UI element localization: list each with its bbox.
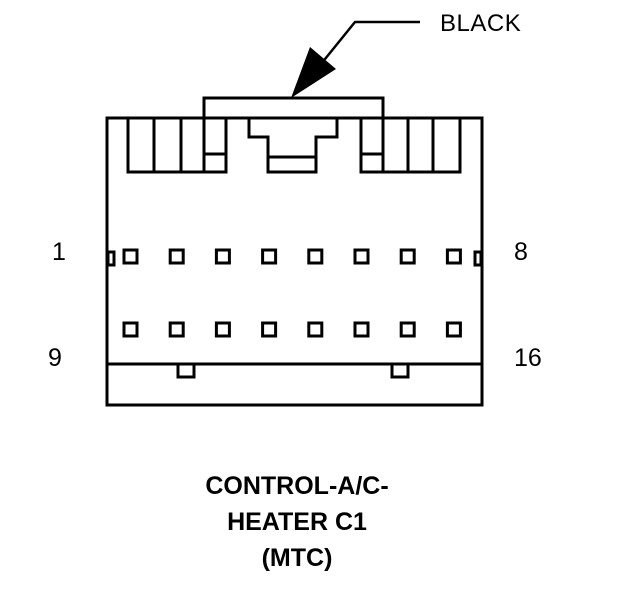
- pin-cavity-12: [261, 321, 278, 338]
- pin-cavity-13: [307, 321, 324, 338]
- pin-cavity-14: [353, 321, 370, 338]
- side-nub-right: [473, 250, 483, 267]
- pin-cavities: [122, 248, 462, 338]
- callout-leader: [291, 20, 420, 98]
- connector-title: CONTROL-A/C- HEATER C1 (MTC): [0, 468, 594, 576]
- connector-body: [105, 116, 484, 407]
- side-nub-left: [106, 250, 116, 267]
- latch-tab: [202, 96, 385, 172]
- pin-cavity-15: [399, 321, 416, 338]
- pin-cavity-3: [214, 248, 231, 265]
- pin-cavity-6: [353, 248, 370, 265]
- pin-number-label: 1: [52, 238, 66, 266]
- title-line: CONTROL-A/C-: [205, 472, 389, 500]
- pin-cavity-1: [122, 248, 139, 265]
- pin-number-label: 8: [514, 238, 528, 266]
- title-line: (MTC): [261, 544, 333, 572]
- bottom-key-right: [390, 364, 410, 379]
- arrow-head-icon: [291, 47, 336, 98]
- pin-cavity-4: [261, 248, 278, 265]
- pin-cavity-16: [445, 321, 462, 338]
- latch-profile: [126, 116, 462, 174]
- title-line: HEATER C1: [227, 508, 367, 536]
- pin-cavity-9: [122, 321, 139, 338]
- pin-cavity-7: [399, 248, 416, 265]
- pin-cavity-5: [307, 248, 324, 265]
- pin-cavity-2: [168, 248, 185, 265]
- pin-number-label: 9: [48, 344, 62, 372]
- color-callout-label: BLACK: [440, 10, 522, 37]
- latch-center-slot: [266, 137, 318, 174]
- pin-cavity-10: [168, 321, 185, 338]
- pin-number-label: 16: [514, 344, 542, 372]
- bottom-key-left: [176, 364, 196, 379]
- pin-cavity-11: [214, 321, 231, 338]
- pin-cavity-8: [445, 248, 462, 265]
